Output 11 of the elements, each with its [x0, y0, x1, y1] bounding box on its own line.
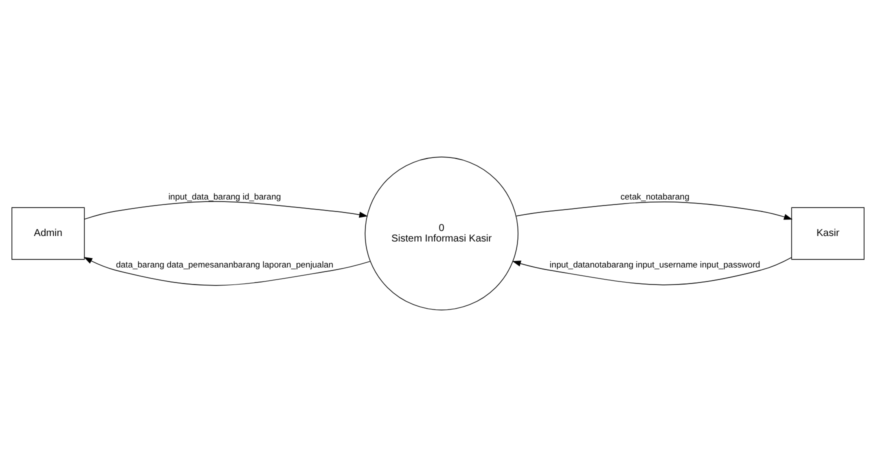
arrow [516, 202, 793, 220]
node-box: Kasir [791, 207, 864, 260]
node-circle: 0 Sistem Informasi Kasir [364, 156, 518, 310]
edge-label: input_data_barang id_barang [168, 191, 281, 202]
edge-label: data_barang data_pemesananbarang laporan_penjualan [116, 260, 334, 270]
edge-label: input_datanotabarang input_username input_password [550, 260, 760, 270]
arrow [512, 257, 792, 286]
node-box: Admin [12, 207, 85, 260]
arrow [84, 201, 368, 220]
arrow [84, 257, 370, 286]
edge-label: cetak_notabarang [620, 191, 690, 202]
